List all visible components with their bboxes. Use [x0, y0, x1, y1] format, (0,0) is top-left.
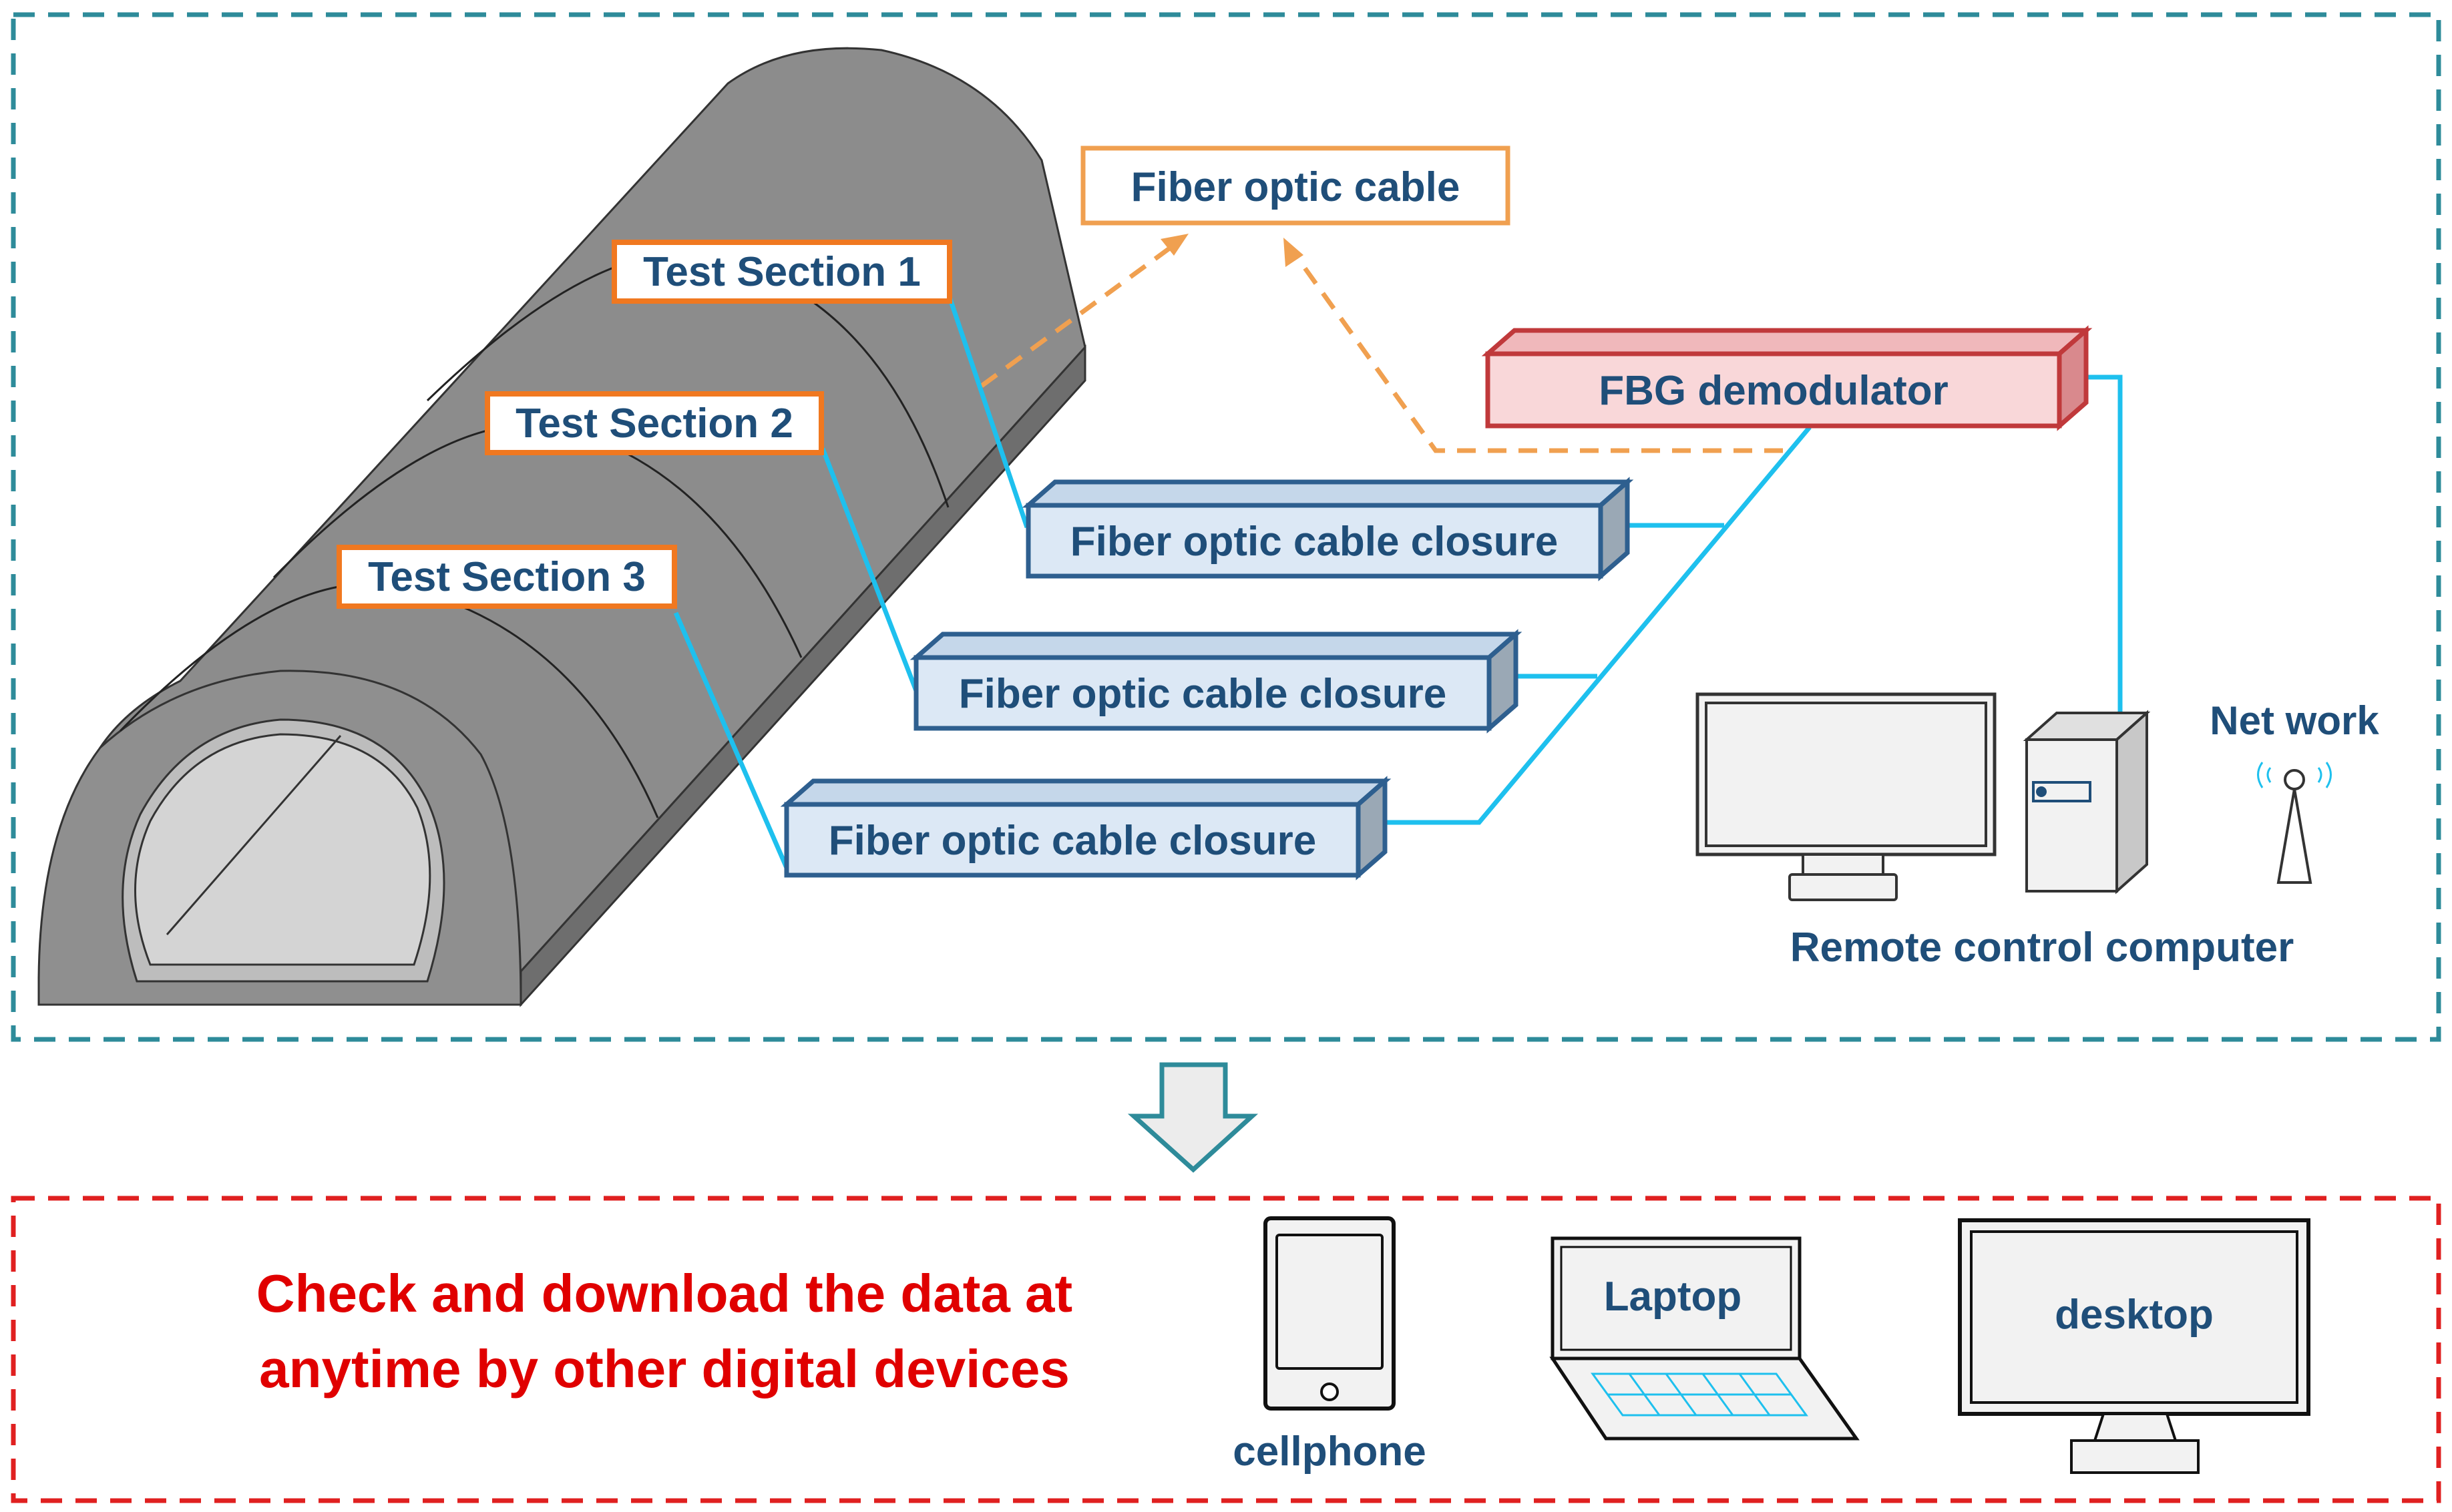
down-arrow-icon — [1127, 1062, 1259, 1173]
digital-devices-frame — [11, 1196, 2441, 1503]
network-label: Net work — [2210, 698, 2379, 743]
connector-lines — [673, 296, 2123, 869]
test-section-3-box — [337, 545, 677, 609]
closure-1: Fiber optic cable closure — [1022, 477, 1634, 581]
message-line-1: Check and download the data at — [256, 1264, 1072, 1323]
tunnel-opening — [134, 733, 431, 966]
cellphone-icon — [1263, 1216, 1396, 1411]
fiber-optic-cable-label: Fiber optic cable — [1131, 164, 1460, 210]
closure-3-label: Fiber optic cable closure — [829, 818, 1316, 864]
test-section-1-box — [612, 240, 952, 304]
laptop-label: Laptop — [1604, 1274, 1742, 1320]
cable-arrow-from-demodulator — [1290, 248, 1783, 453]
fbg-demodulator: FBG demodulator — [1481, 325, 2093, 431]
test-section-3-label: Test Section 3 — [368, 554, 646, 600]
antenna-icon — [2257, 762, 2332, 884]
desktop-label: desktop — [2055, 1292, 2214, 1338]
remote-computer-label: Remote control computer — [1790, 925, 2294, 971]
cable-arrow-from-tunnel — [980, 240, 1181, 388]
message-line-2: anytime by other digital devices — [259, 1339, 1070, 1399]
tunnel-diagonal — [166, 735, 342, 935]
desktop-icon — [1958, 1218, 2310, 1474]
monitoring-system-frame — [11, 12, 2441, 1042]
test-section-1-label: Test Section 1 — [643, 249, 921, 295]
test-section-2-label: Test Section 2 — [516, 401, 793, 447]
closure-2: Fiber optic cable closure — [909, 629, 1522, 734]
fiber-optic-cable-box — [1080, 146, 1510, 226]
closure-2-label: Fiber optic cable closure — [959, 671, 1446, 717]
closure-1-label: Fiber optic cable closure — [1070, 519, 1558, 565]
cable-arrow-head-1 — [1161, 234, 1189, 256]
cable-arrow-head-2 — [1283, 238, 1303, 267]
test-section-2-box — [485, 391, 824, 455]
cellphone-label: cellphone — [1233, 1429, 1426, 1475]
monitor-icon — [1695, 692, 1997, 901]
closure-3: Fiber optic cable closure — [780, 776, 1392, 880]
fbg-demodulator-label: FBG demodulator — [1599, 368, 1949, 414]
laptop-icon — [1549, 1236, 1860, 1441]
tower-pc-icon — [2023, 710, 2151, 895]
